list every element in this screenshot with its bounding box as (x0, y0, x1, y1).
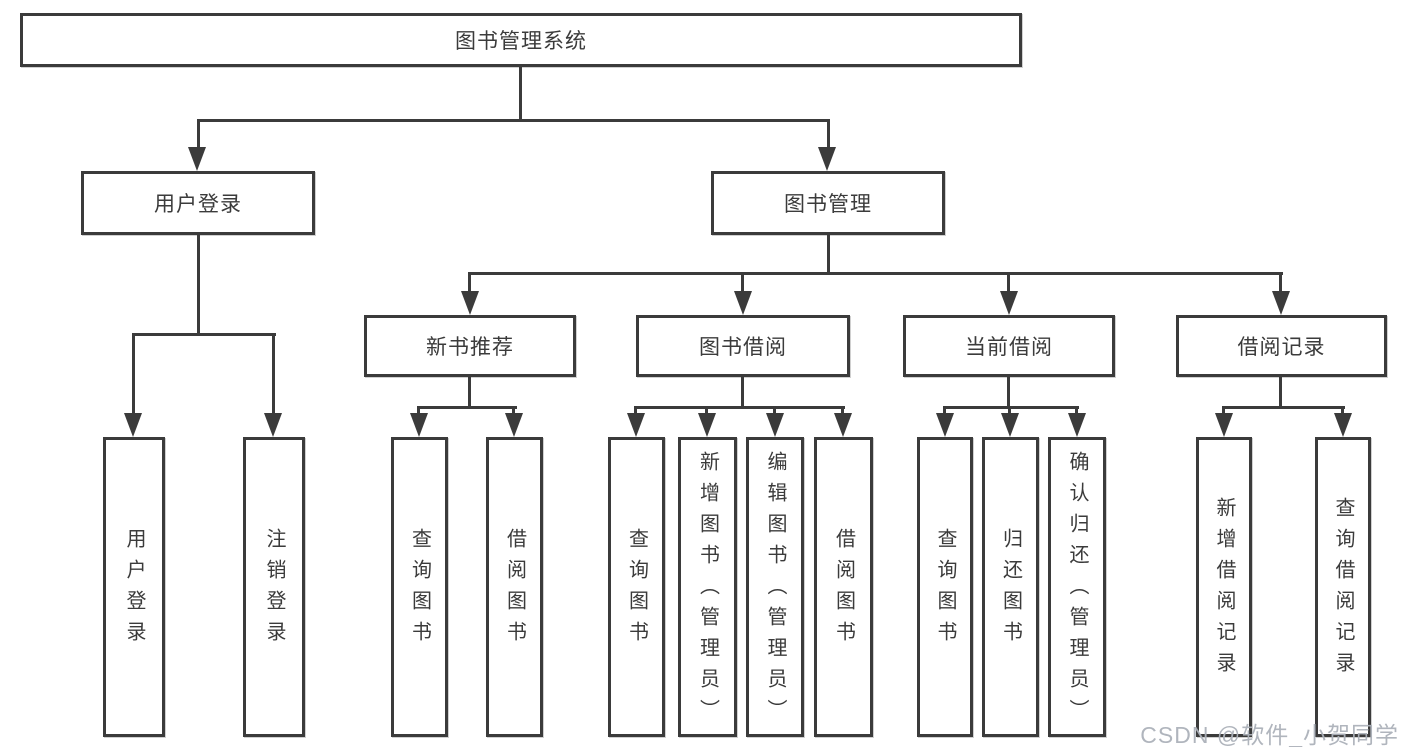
connector-current-drop-3 (1075, 406, 1078, 418)
node-book-borrow: 图书借阅 (636, 315, 850, 377)
arrowhead-down-icon (734, 291, 752, 315)
node-book-management: 图书管理 (711, 171, 945, 235)
connector-recommend-hbar (417, 406, 517, 409)
leaf-confirm-return-admin: 确认归还（管理员） (1048, 437, 1106, 737)
connector-borrow-stem (741, 377, 744, 408)
connector-records-stem (1279, 377, 1282, 408)
node-user-login: 用户登录 (81, 171, 315, 235)
connector-recommend-stem (468, 377, 471, 408)
arrowhead-down-icon (505, 413, 523, 437)
leaf-return-books: 归还图书 (982, 437, 1039, 737)
connector-current-hbar (943, 406, 1079, 409)
arrowhead-down-icon (698, 413, 716, 437)
arrowhead-down-icon (766, 413, 784, 437)
connector-records-drop-2 (1341, 406, 1344, 418)
leaf-query-borrow-record: 查询借阅记录 (1315, 437, 1371, 737)
node-borrow-records: 借阅记录 (1176, 315, 1387, 377)
connector-root-drop-left (197, 119, 200, 151)
arrowhead-down-icon (1000, 291, 1018, 315)
arrowhead-down-icon (124, 413, 142, 437)
leaf-query-books-current: 查询图书 (917, 437, 973, 737)
node-new-book-recommend: 新书推荐 (364, 315, 576, 377)
connector-borrow-drop-4 (841, 406, 844, 418)
leaf-borrow-books-borrow: 借阅图书 (814, 437, 873, 737)
connector-login-drop-2 (272, 333, 275, 417)
arrowhead-down-icon (1215, 413, 1233, 437)
node-current-borrow: 当前借阅 (903, 315, 1115, 377)
connector-borrow-hbar (634, 406, 845, 409)
connector-login-hbar (132, 333, 276, 336)
connector-current-stem (1007, 377, 1010, 408)
connector-recommend-drop-1 (417, 406, 420, 418)
connector-current-drop-2 (1008, 406, 1011, 418)
connector-borrow-drop-1 (634, 406, 637, 418)
connector-root-stem (519, 67, 522, 120)
connector-root-drop-right (827, 119, 830, 151)
connector-mgmt-drop-2 (741, 272, 744, 296)
connector-mgmt-hbar (468, 272, 1283, 275)
arrowhead-down-icon (818, 147, 836, 171)
connector-mgmt-drop-4 (1279, 272, 1282, 296)
arrowhead-down-icon (834, 413, 852, 437)
connector-records-hbar (1222, 406, 1345, 409)
connector-borrow-drop-2 (705, 406, 708, 418)
leaf-logout: 注销登录 (243, 437, 305, 737)
arrowhead-down-icon (936, 413, 954, 437)
leaf-edit-book-admin: 编辑图书（管理员） (746, 437, 804, 737)
leaf-query-books-recommend: 查询图书 (391, 437, 448, 737)
connector-mgmt-stem (827, 235, 830, 275)
connector-mgmt-drop-3 (1007, 272, 1010, 296)
leaf-user-login: 用户登录 (103, 437, 165, 737)
connector-login-drop-1 (132, 333, 135, 417)
leaf-add-book-admin: 新增图书（管理员） (678, 437, 737, 737)
connector-records-drop-1 (1222, 406, 1225, 418)
connector-mgmt-drop-1 (468, 272, 471, 296)
leaf-borrow-books-recommend: 借阅图书 (486, 437, 543, 737)
arrowhead-down-icon (1068, 413, 1086, 437)
connector-login-stem (197, 235, 200, 335)
connector-recommend-drop-2 (512, 406, 515, 418)
arrowhead-down-icon (188, 147, 206, 171)
arrowhead-down-icon (1334, 413, 1352, 437)
leaf-query-books-borrow: 查询图书 (608, 437, 665, 737)
arrowhead-down-icon (410, 413, 428, 437)
csdn-watermark: CSDN @软件_小贺同学 (1140, 722, 1399, 747)
arrowhead-down-icon (1001, 413, 1019, 437)
arrowhead-down-icon (627, 413, 645, 437)
connector-current-drop-1 (943, 406, 946, 418)
arrowhead-down-icon (1272, 291, 1290, 315)
arrowhead-down-icon (461, 291, 479, 315)
leaf-add-borrow-record: 新增借阅记录 (1196, 437, 1252, 737)
arrowhead-down-icon (264, 413, 282, 437)
connector-root-hbar (197, 119, 830, 122)
connector-borrow-drop-3 (773, 406, 776, 418)
node-root-system: 图书管理系统 (20, 13, 1022, 67)
